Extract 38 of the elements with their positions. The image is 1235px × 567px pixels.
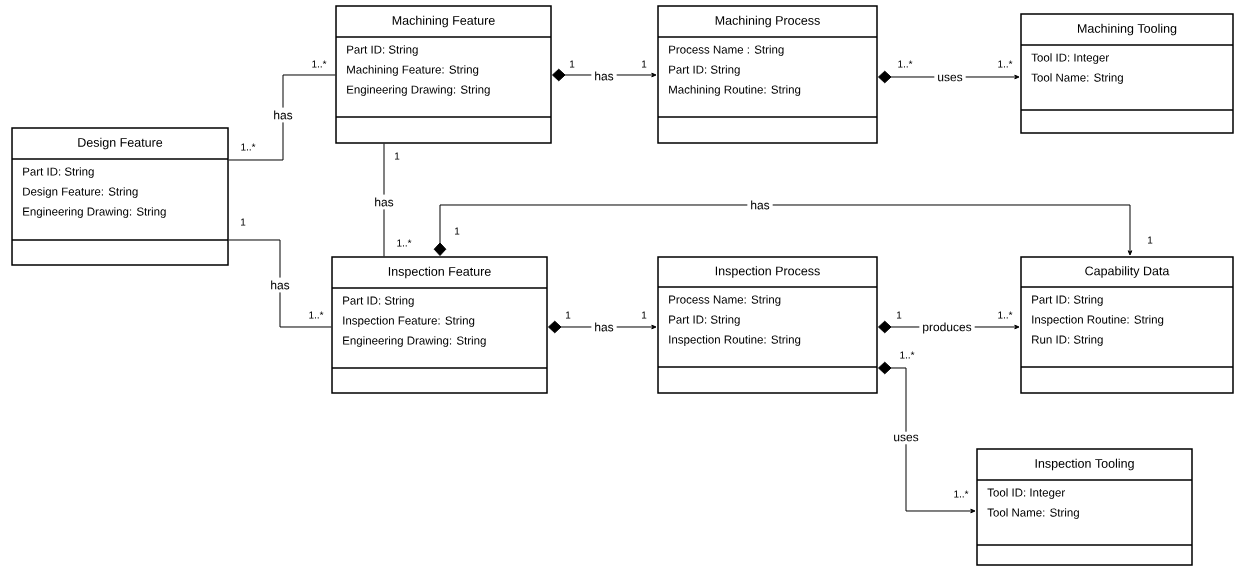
class-box: Design Feature Part ID: String Design Feature: String Engineering Drawing: String (11, 127, 229, 266)
multiplicity-label: 1..* (998, 311, 1013, 319)
multiplicity-label: 1 (1148, 236, 1153, 244)
edge-label: has (267, 277, 293, 293)
edge-label: uses (890, 431, 922, 445)
class-box: Inspection Process Process Name: String Part ID: String Inspection Routine: String (657, 256, 878, 394)
class-box: Inspection Feature Part ID: String Inspection Feature: String Engineering Drawing: String (331, 256, 548, 394)
association-line (878, 361, 976, 514)
class-box: Machining Process Process Name : String Part ID: String Machining Routine: String (657, 5, 878, 144)
edge-label: has (747, 197, 773, 213)
multiplicity-label: 1 (241, 218, 246, 226)
association-line (383, 143, 385, 257)
class-box: Machining Feature Part ID: String Machining Feature: String Engineering Drawing: String (335, 5, 552, 144)
edge-label: has (591, 319, 617, 335)
multiplicity-label: 1 (642, 311, 647, 319)
edge-label: has (371, 194, 397, 210)
edge-label: has (591, 68, 617, 84)
multiplicity-label: 1 (642, 60, 647, 68)
multiplicity-label: 1..* (397, 239, 412, 247)
edge-label: produces (919, 319, 975, 337)
multiplicity-label: 1 (897, 311, 902, 319)
multiplicity-label: 1..* (900, 351, 915, 359)
multiplicity-label: 1..* (998, 60, 1013, 68)
edge-label: has (270, 107, 296, 123)
multiplicity-label: 1..* (312, 60, 327, 68)
edge-label: uses (934, 71, 966, 85)
association-line (228, 239, 332, 328)
multiplicity-label: 1..* (309, 311, 324, 319)
multiplicity-label: 1 (566, 311, 571, 319)
association-line (433, 204, 1133, 256)
association-line (228, 74, 336, 161)
class-box: Inspection Tooling Tool ID: Integer Tool Name: String (976, 448, 1193, 566)
class-box: Capability Data Part ID: String Inspection Routine: String Run ID: String (1020, 256, 1234, 394)
multiplicity-label: 1..* (241, 143, 256, 151)
multiplicity-label: 1 (455, 227, 460, 235)
class-box: Machining Tooling Tool ID: Integer Tool Name: String (1020, 13, 1234, 134)
multiplicity-label: 1 (570, 60, 575, 68)
multiplicity-label: 1..* (898, 60, 913, 68)
